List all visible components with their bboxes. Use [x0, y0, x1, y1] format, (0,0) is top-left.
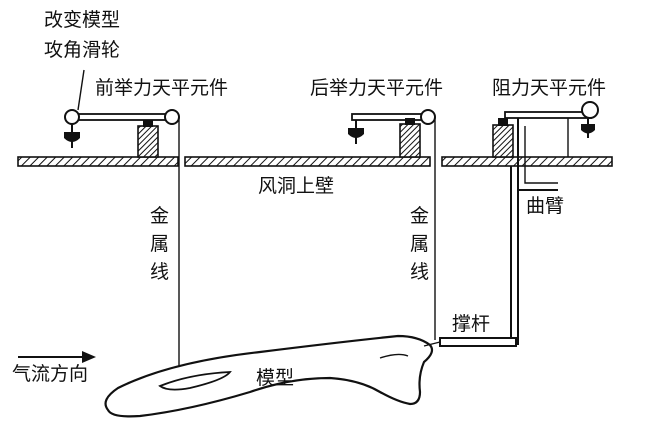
balance-lever — [65, 113, 179, 121]
label-metal-wire-left-1: 金 — [150, 205, 169, 227]
label-front-lift-element: 前举力天平元件 — [95, 77, 228, 99]
label-strut: 撑杆 — [452, 313, 490, 335]
lever-pulley — [420, 109, 436, 125]
label-change-angle-line2: 攻角滑轮 — [44, 39, 120, 61]
rear-lift-balance — [348, 109, 436, 340]
angle-change-pulley — [64, 109, 80, 125]
label-model: 模型 — [256, 367, 294, 389]
label-metal-wire-left-3: 线 — [150, 261, 169, 283]
model-body — [104, 334, 441, 418]
balance-support-block — [137, 125, 159, 158]
wall-segment-right — [441, 156, 613, 167]
tunnel-upper-wall — [17, 156, 613, 167]
balance-lever — [504, 111, 592, 119]
label-rear-lift-element: 后举力天平元件 — [310, 77, 443, 99]
lever-pulley — [581, 101, 599, 119]
label-tunnel-upper-wall: 风洞上壁 — [258, 175, 334, 197]
wall-segment-middle — [184, 156, 431, 167]
counterweight-icon — [348, 128, 364, 138]
label-airflow-direction: 气流方向 — [12, 363, 88, 385]
balance-support-block — [399, 123, 421, 158]
counterweight-icon — [581, 124, 595, 134]
drag-balance — [439, 101, 599, 347]
front-lift-balance — [64, 109, 180, 380]
bent-arm — [517, 118, 558, 191]
label-drag-element: 阻力天平元件 — [492, 77, 606, 99]
airflow-arrow — [18, 351, 96, 363]
model-slot — [158, 371, 232, 391]
label-metal-wire-right-2: 属 — [410, 233, 429, 255]
label-bent-arm: 曲臂 — [526, 195, 564, 217]
arrow-head-icon — [82, 351, 96, 363]
balance-support-block — [492, 124, 514, 158]
label-metal-wire-right-1: 金 — [410, 205, 429, 227]
label-metal-wire-left-2: 属 — [150, 233, 169, 255]
wall-segment-left — [17, 156, 179, 167]
model-outline — [104, 334, 434, 418]
strut-horizontal — [439, 337, 517, 347]
label-change-angle-line1: 改变模型 — [44, 9, 120, 31]
label-metal-wire-right-3: 线 — [410, 261, 429, 283]
lever-pulley — [164, 109, 180, 125]
counterweight-icon — [64, 132, 80, 142]
